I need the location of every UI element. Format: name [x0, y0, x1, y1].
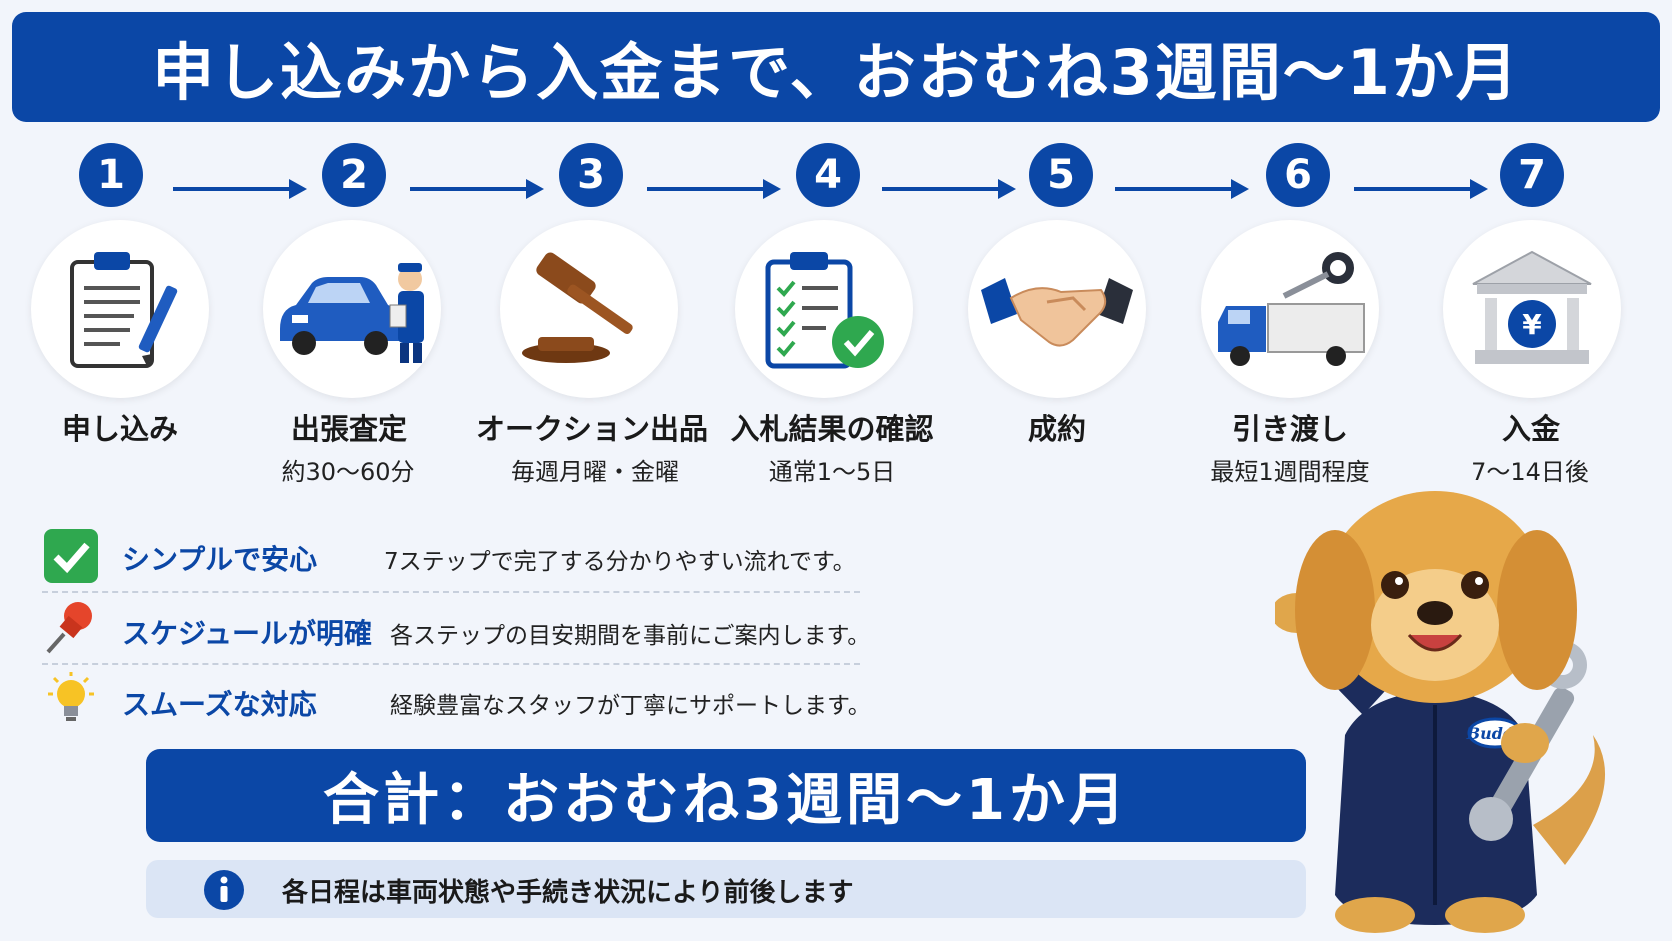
total-banner: 合計：おおむね3週間〜1か月 — [146, 749, 1306, 842]
handshake-icon — [981, 278, 1133, 347]
step-4-label: 入札結果の確認 — [730, 412, 934, 446]
clipboard-pen-icon — [70, 252, 178, 368]
checklist-icon — [765, 252, 884, 369]
car-inspector-icon — [280, 263, 424, 363]
arrow-right-icon — [1354, 179, 1488, 199]
step-3-label: オークション出品 — [475, 412, 708, 446]
feature-desc-smooth: 経験豊富なスタッフが丁寧にサポートします。 — [390, 693, 871, 719]
feature-divider — [42, 591, 860, 593]
step-3-icon-circle — [500, 220, 678, 398]
step-number-3: 3 — [559, 143, 623, 207]
page-title: 申し込みから入金まで、おおむね3週間〜1か月 — [12, 12, 1660, 122]
info-icon — [204, 870, 244, 910]
pushpin-icon — [46, 602, 92, 654]
step-2-icon-circle — [263, 220, 441, 398]
step-6-icon-circle — [1201, 220, 1379, 398]
step-number-4: 4 — [796, 143, 860, 207]
step-4-icon-circle — [735, 220, 913, 398]
feature-desc-simple: 7ステップで完了する分かりやすい流れです。 — [384, 549, 856, 575]
step-number-6: 6 — [1266, 143, 1330, 207]
dog-mascot-illustration: Buddy — [1275, 491, 1606, 933]
step-2-label: 出張査定 — [290, 412, 407, 446]
step-number-1: 1 — [79, 143, 143, 207]
feature-divider — [42, 663, 860, 665]
truck-key-icon — [1218, 252, 1365, 366]
step-3-duration: 毎週月曜・金曜 — [511, 458, 679, 486]
feature-desc-schedule: 各ステップの目安期間を事前にご案内します。 — [390, 623, 871, 649]
step-2-duration: 約30〜60分 — [281, 458, 415, 486]
svg-text:¥: ¥ — [1522, 308, 1542, 341]
step-number-5: 5 — [1029, 143, 1093, 207]
arrow-right-icon — [410, 179, 544, 199]
step-6-duration: 最短1週間程度 — [1210, 458, 1370, 486]
step-1-icon-circle — [31, 220, 209, 398]
lightbulb-icon — [48, 672, 94, 721]
note-text: 各日程は車両状態や手続き状況により前後します — [282, 878, 854, 908]
feature-title-schedule: スケジュールが明確 — [122, 617, 373, 650]
checkmark-icon — [44, 529, 98, 583]
bank-yen-icon: ¥ — [1472, 250, 1592, 364]
step-7-duration: 7〜14日後 — [1471, 458, 1589, 486]
feature-title-smooth: スムーズな対応 — [122, 688, 317, 721]
note-box — [146, 860, 1306, 918]
feature-title-simple: シンプルで安心 — [122, 543, 318, 576]
step-5-label: 成約 — [1027, 412, 1086, 446]
step-1-label: 申し込み — [61, 412, 178, 446]
arrow-right-icon — [882, 179, 1016, 199]
step-7-icon-circle: ¥ — [1443, 220, 1621, 398]
step-number-7: 7 — [1500, 143, 1564, 207]
step-6-label: 引き渡し — [1231, 412, 1348, 446]
step-7-label: 入金 — [1501, 412, 1560, 446]
arrow-right-icon — [647, 179, 781, 199]
step-number-2: 2 — [322, 143, 386, 207]
arrow-right-icon — [1115, 179, 1249, 199]
gavel-icon — [522, 252, 633, 363]
step-4-duration: 通常1〜5日 — [768, 458, 896, 486]
step-5-icon-circle — [968, 220, 1146, 398]
arrow-right-icon — [173, 179, 307, 199]
